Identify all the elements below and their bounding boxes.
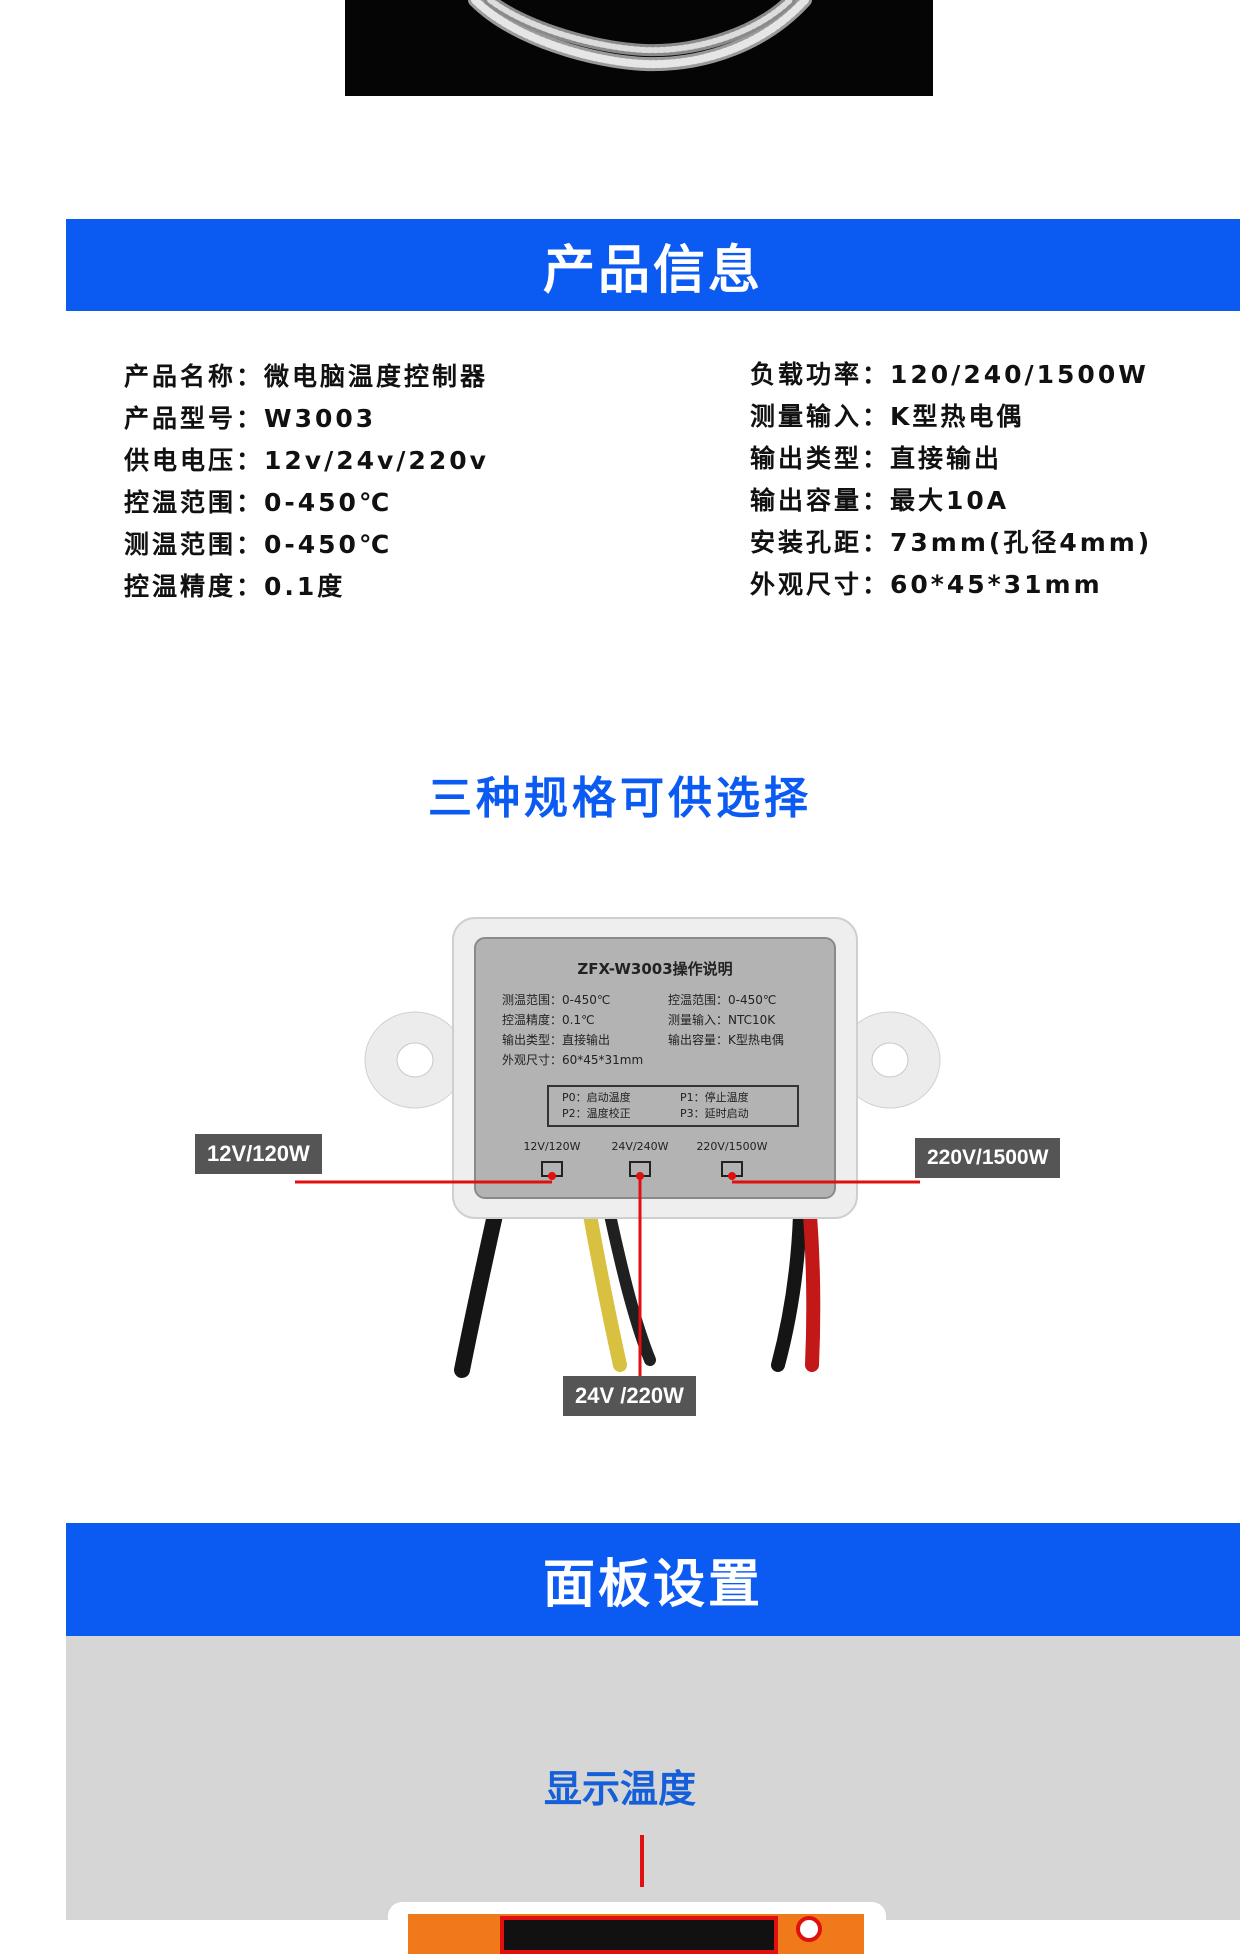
label-specs-left: 测温范围：0-450℃ 控温精度：0.1℃ 输出类型：直接输出 外观尺寸：60*… [502, 990, 643, 1070]
panel-settings-title: 面板设置 [542, 1555, 763, 1615]
panel-settings-banner: 面板设置 [66, 1523, 1240, 1636]
info-row: 外观尺寸：60*45*31mm [750, 570, 1103, 599]
product-info-banner: 产品信息 [66, 219, 1240, 311]
callout-12v: 12V/120W [195, 1134, 322, 1174]
display-screen [500, 1916, 778, 1954]
device-illustration: ZFX-W3003操作说明 测温范围：0-450℃ 控温精度：0.1℃ 输出类型… [150, 900, 1100, 1420]
terminal-label: 220V/1500W [696, 1140, 768, 1153]
label-line: 测温范围：0-450℃ [502, 993, 611, 1007]
info-row: 测量输入：K型热电偶 [750, 402, 1025, 431]
info-row: 输出类型：直接输出 [750, 444, 1003, 473]
info-row: 负载功率：120/240/1500W [750, 360, 1149, 389]
label-param: P3：延时启动 [680, 1107, 749, 1120]
label-title: ZFX-W3003操作说明 [577, 960, 733, 978]
label-line: 输出类型：直接输出 [502, 1033, 611, 1047]
label-param: P0：启动温度 [562, 1091, 631, 1104]
info-row: 产品名称：微电脑温度控制器 [124, 362, 489, 391]
info-row: 测温范围：0-450℃ [124, 530, 393, 559]
label-params-left: P0：启动温度 P2：温度校正 [562, 1090, 631, 1122]
info-row: 控温范围：0-450℃ [124, 488, 393, 517]
info-row: 输出容量：最大10A [750, 486, 1010, 515]
options-title: 三种规格可供选择 [428, 773, 812, 824]
label-line: 测量输入：NTC10K [668, 1013, 776, 1027]
info-row: 产品型号：W3003 [124, 404, 377, 433]
label-line: 控温范围：0-450℃ [668, 993, 777, 1007]
label-line: 控温精度：0.1℃ [502, 1013, 595, 1027]
label-params-right: P1：停止温度 P3：延时启动 [680, 1090, 749, 1122]
terminal-label: 12V/120W [523, 1140, 581, 1153]
info-row: 控温精度：0.1度 [124, 572, 346, 601]
label-param: P2：温度校正 [562, 1107, 631, 1120]
pointer-line [640, 1835, 644, 1887]
label-specs-right: 控温范围：0-450℃ 测量输入：NTC10K 输出容量：K型热电偶 [668, 990, 784, 1050]
info-row: 安装孔距：73mm(孔径4mm) [750, 528, 1153, 557]
device-svg [295, 917, 941, 1405]
callout-220v: 220V/1500W [915, 1138, 1061, 1178]
label-param: P1：停止温度 [680, 1091, 749, 1104]
terminal-label: 24V/240W [611, 1140, 669, 1153]
panel-device [388, 1902, 886, 1954]
callout-24v: 24V /220W [563, 1376, 696, 1416]
cable-photo [345, 0, 933, 96]
display-temperature-label: 显示温度 [543, 1767, 696, 1811]
label-line: 输出容量：K型热电偶 [668, 1033, 784, 1047]
panel-section [66, 1636, 1240, 1920]
product-info-title: 产品信息 [542, 240, 763, 301]
label-line: 外观尺寸：60*45*31mm [502, 1053, 644, 1067]
info-row: 供电电压：12v/24v/220v [124, 446, 489, 475]
